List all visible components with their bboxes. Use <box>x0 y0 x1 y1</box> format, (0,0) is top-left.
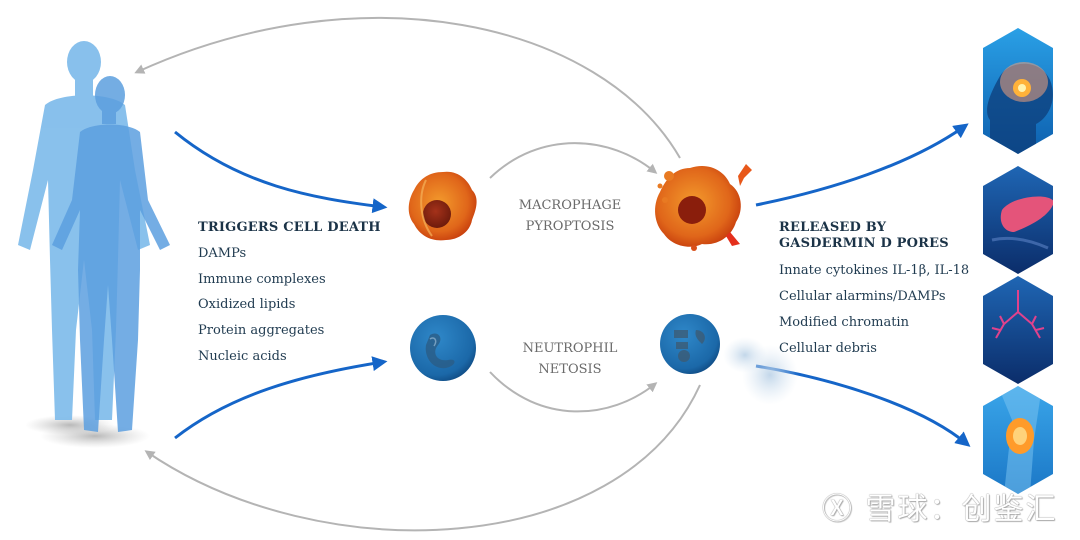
macrophage-cell-intact <box>408 171 477 241</box>
trigger-item: DAMPs <box>198 246 247 261</box>
trigger-arrow-to-neutrophil <box>174 356 388 440</box>
trigger-arrow-to-macrophage <box>174 130 388 214</box>
organ-hex-knee <box>983 386 1053 494</box>
watermark-text: 雪球：创鉴汇 <box>865 492 1058 527</box>
trigger-item: Nucleic acids <box>198 349 287 364</box>
neutrophil-process-arrow <box>489 371 658 413</box>
organ-hex-liver <box>983 166 1053 274</box>
neutrophil-label-line: NEUTROPHIL <box>522 341 618 356</box>
watermark-logo-icon: Ⓧ <box>822 492 854 527</box>
released-item: Cellular debris <box>779 341 877 356</box>
organ-hex-lungs <box>983 276 1053 384</box>
triggers-heading: TRIGGERS CELL DEATH <box>198 220 381 235</box>
released-heading-line2: GASDERMIN D PORES <box>779 236 949 251</box>
netosis-label-line: NETOSIS <box>538 362 602 377</box>
watermark: Ⓧ 雪球：创鉴汇 <box>822 484 1058 528</box>
macrophage-label-line: MACROPHAGE <box>518 198 622 213</box>
macrophage-cell-pyroptotic <box>655 164 752 251</box>
release-arrow-to-brain <box>755 123 969 207</box>
neutrophil-cell-netosis <box>660 314 798 405</box>
released-item: Cellular alarmins/DAMPs <box>779 289 946 304</box>
macrophage-process-arrow <box>489 142 658 179</box>
released-heading-line1: RELEASED BY <box>779 220 887 235</box>
feedback-arrow-bottom <box>144 384 701 532</box>
neutrophil-cell-intact <box>410 315 476 381</box>
macrophage-pyroptosis-label: MACROPHAGE PYROPTOSIS <box>510 195 630 237</box>
trigger-item: Oxidized lipids <box>198 297 296 312</box>
released-item: Modified chromatin <box>779 315 909 330</box>
released-item: Innate cytokines IL-1β, IL-18 <box>779 263 970 278</box>
trigger-item: Protein aggregates <box>198 323 325 338</box>
pyroptosis-label-line: PYROPTOSIS <box>525 219 615 234</box>
feedback-arrow-top <box>134 17 681 159</box>
human-figures-illustration <box>18 41 170 448</box>
neutrophil-netosis-label: NEUTROPHIL NETOSIS <box>510 338 630 380</box>
organ-hex-brain <box>983 28 1053 154</box>
trigger-item: Immune complexes <box>198 272 326 287</box>
